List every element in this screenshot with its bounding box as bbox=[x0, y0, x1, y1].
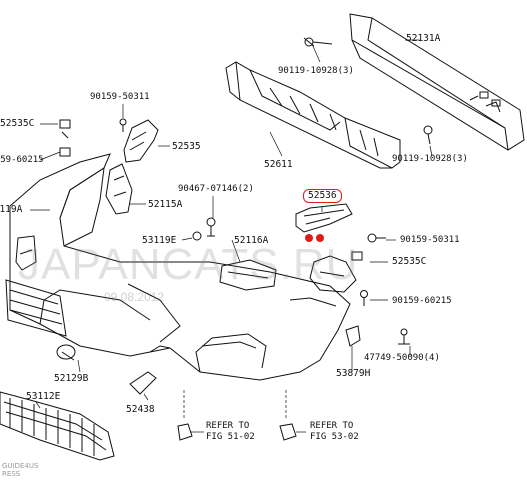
corner-logo-line2: RESS bbox=[2, 470, 21, 478]
corner-logo: GUIDE4US RESS bbox=[2, 462, 38, 478]
clip-icon bbox=[351, 233, 386, 306]
part-label-52115a[interactable]: 52115A bbox=[148, 199, 183, 210]
part-label-52535c-right[interactable]: 52535C bbox=[392, 256, 427, 267]
part-label-52131a[interactable]: 52131A bbox=[406, 33, 441, 44]
bumper-cover-52119a bbox=[9, 153, 351, 381]
part-label-52119a[interactable]: 52119A bbox=[0, 204, 23, 215]
bracket-52536 bbox=[295, 203, 353, 233]
part-label-52536-highlighted[interactable]: 52536 bbox=[303, 189, 342, 203]
fig-link-51-02[interactable]: FIG 51-02 bbox=[206, 432, 255, 442]
clip-icon bbox=[345, 325, 410, 347]
lower-grille-53112e bbox=[0, 391, 115, 461]
part-label-90159-50311-left[interactable]: 90159-50311 bbox=[90, 92, 150, 102]
bracket-icon bbox=[177, 423, 297, 441]
retainer-52116a bbox=[219, 259, 277, 291]
part-label-90119-right[interactable]: 90119-10928(3) bbox=[392, 154, 468, 164]
highlight-dot bbox=[316, 234, 324, 242]
bolt-icon bbox=[423, 125, 433, 145]
part-label-90467[interactable]: 90467-07146(2) bbox=[178, 184, 254, 194]
refer-label-1: REFER TO bbox=[206, 421, 250, 431]
tow-hook-cover-52129b bbox=[56, 344, 76, 361]
part-label-52129b[interactable]: 52129B bbox=[54, 373, 89, 384]
part-label-90159-60215-left[interactable]: 90159-60215 bbox=[0, 155, 44, 165]
part-label-90119-top[interactable]: 90119-10928(3) bbox=[278, 66, 354, 76]
part-label-53119e[interactable]: 53119E bbox=[142, 235, 177, 246]
part-label-52611[interactable]: 52611 bbox=[264, 159, 293, 170]
reinforcement-bar-52131a bbox=[349, 13, 525, 151]
part-label-53879h[interactable]: 53879H bbox=[336, 368, 371, 379]
bolt-icon bbox=[303, 37, 333, 47]
retainer-52115a bbox=[105, 163, 133, 215]
leader-lines bbox=[30, 39, 433, 433]
clip-icon bbox=[59, 119, 71, 157]
bracket-52535c-right bbox=[309, 255, 357, 293]
part-label-52535[interactable]: 52535 bbox=[172, 141, 201, 152]
corner-logo-line1: GUIDE4US bbox=[2, 462, 39, 470]
part-label-52535c-left[interactable]: 52535C bbox=[0, 118, 35, 129]
watermark: JAPANCATS.RU bbox=[18, 240, 359, 289]
part-label-52438[interactable]: 52438 bbox=[126, 404, 155, 415]
fig-link-53-02[interactable]: FIG 53-02 bbox=[310, 432, 359, 442]
mesh-grille-left bbox=[5, 279, 67, 337]
part-label-53112e[interactable]: 53112E bbox=[26, 391, 61, 402]
bracket-52535 bbox=[119, 118, 159, 163]
part-label-90159-60215-right[interactable]: 90159-60215 bbox=[392, 296, 452, 306]
energy-absorber-52611 bbox=[225, 61, 401, 169]
part-label-90159-50311-right[interactable]: 90159-50311 bbox=[400, 235, 460, 245]
part-label-52116a[interactable]: 52116A bbox=[234, 235, 269, 246]
refer-label-2: REFER TO bbox=[310, 421, 354, 431]
highlight-dot bbox=[305, 234, 313, 242]
clip-icon bbox=[192, 217, 216, 241]
fog-cover-icon bbox=[15, 235, 37, 271]
watermark-date: 09.08.2012 bbox=[104, 290, 165, 304]
fog-cover-52438 bbox=[129, 371, 157, 395]
part-label-47749[interactable]: 47749-50090(4) bbox=[364, 353, 440, 363]
